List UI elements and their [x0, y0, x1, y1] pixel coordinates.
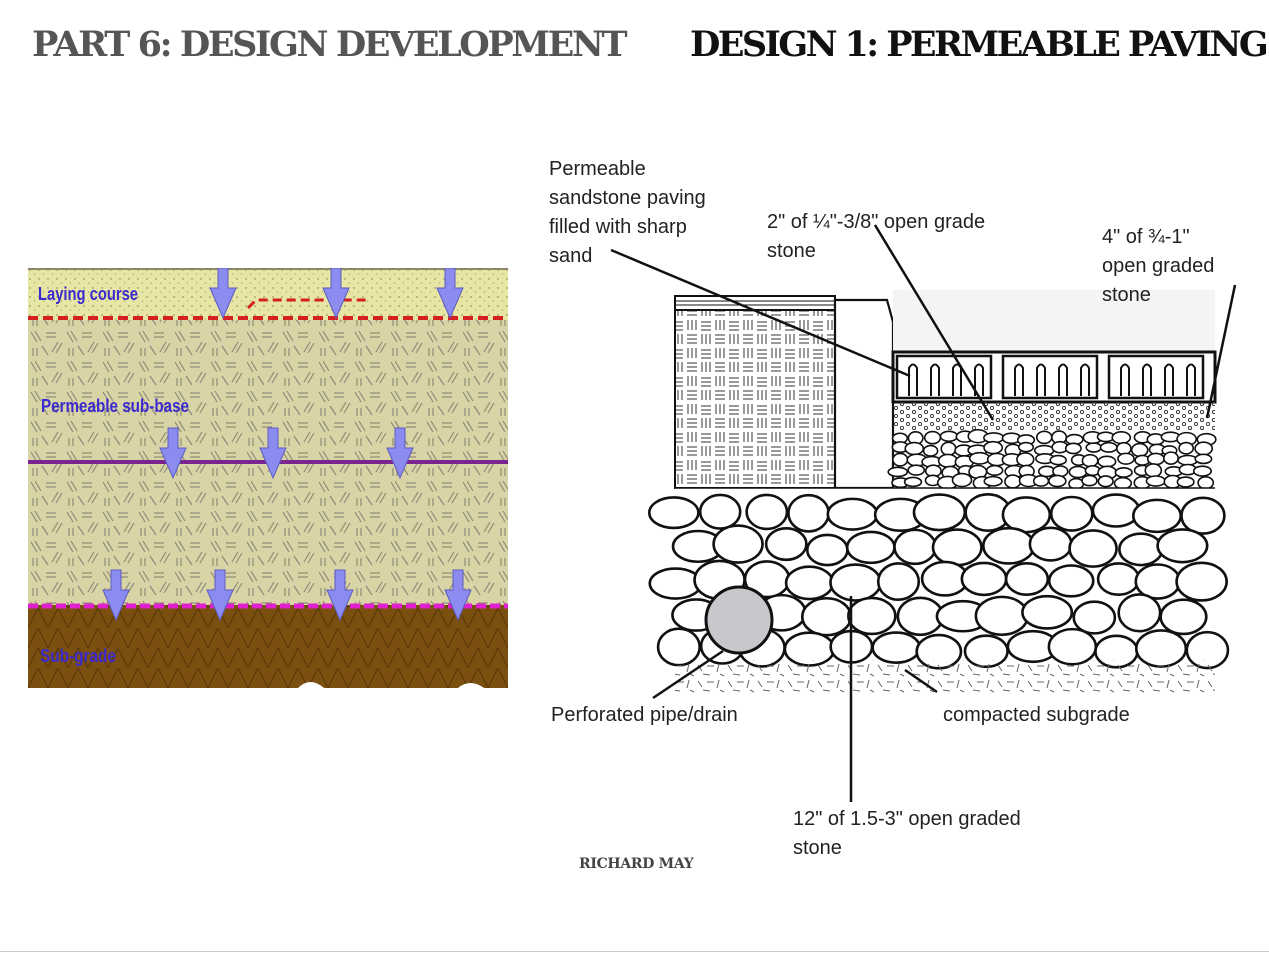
- sub-base-label: Permeable sub-base: [41, 396, 189, 416]
- flow-arrow: [322, 268, 350, 320]
- sub-grade-label: Sub-grade: [40, 646, 116, 666]
- bottom-divider: [0, 951, 1269, 952]
- flow-arrow: [386, 427, 414, 480]
- flow-arrow: [102, 569, 130, 622]
- flow-arrow: [159, 427, 187, 480]
- part-title: PART 6: DESIGN DEVELOPMENT: [32, 24, 628, 65]
- layer-cross-section-diagram: Laying course Permeable sub-base Sub-gra…: [28, 268, 508, 688]
- flow-arrow: [326, 569, 354, 622]
- medium-stone-layer: [887, 428, 1217, 491]
- author-name: RICHARD MAY: [579, 856, 694, 872]
- pipe-label: Perforated pipe/drain: [551, 704, 738, 726]
- perforated-pipe: [704, 585, 774, 655]
- laying-course-label: Laying course: [38, 284, 138, 304]
- flow-arrow: [209, 268, 237, 320]
- edge-restraint: [833, 298, 895, 490]
- design-title: DESIGN 1: PERMEABLE PAVING: [690, 24, 1269, 65]
- subgrade-label: compacted subgrade: [943, 704, 1130, 726]
- permeable-pavers: [891, 350, 1217, 404]
- flow-arrow: [436, 268, 464, 320]
- flow-arrow: [259, 427, 287, 480]
- flow-arrow: [206, 569, 234, 622]
- compacted-subgrade-layer: [675, 660, 1215, 694]
- brick-paving-block: [674, 299, 836, 489]
- flow-arrow: [444, 569, 472, 622]
- fine-stone-layer: [893, 402, 1215, 430]
- coarse-stone-layer: [647, 488, 1230, 670]
